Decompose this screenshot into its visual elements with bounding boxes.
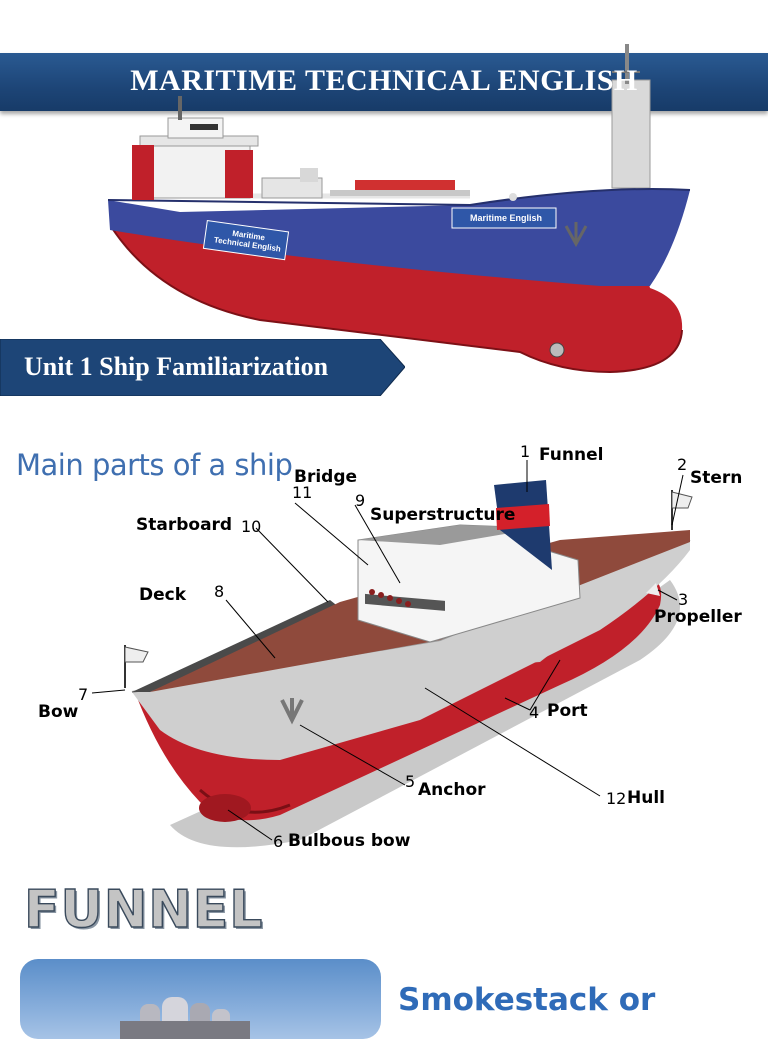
part-number-4: 4: [529, 703, 540, 722]
part-number-10: 10: [241, 517, 262, 536]
hero-ship-illustration: [107, 44, 691, 374]
part-number-7: 7: [78, 685, 89, 704]
part-label-port: Port: [547, 701, 588, 721]
unit-title: Unit 1 Ship Familiarization: [24, 352, 329, 381]
hull-nameplate-bow: Maritime English: [469, 213, 542, 223]
part-label-funnel: Funnel: [539, 445, 604, 465]
part-number-6: 6: [273, 832, 284, 851]
part-label-bridge: Bridge: [294, 467, 358, 487]
funnel-subheading: Smokestack or: [398, 982, 656, 1018]
part-number-5: 5: [405, 772, 416, 791]
part-label-deck: Deck: [139, 585, 187, 605]
part-label-bow: Bow: [38, 702, 79, 722]
part-label-hull: Hull: [627, 788, 665, 808]
part-label-bulbous-bow: Bulbous bow: [288, 831, 411, 851]
funnel-heading: FUNNEL: [23, 879, 264, 940]
part-number-12: 12: [606, 789, 627, 808]
part-label-starboard: Starboard: [136, 515, 233, 535]
course-title: MARITIME TECHNICAL ENGLISH: [130, 64, 638, 97]
funnel-photo-art: [120, 997, 250, 1039]
unit-ribbon: [0, 339, 405, 396]
part-number-3: 3: [678, 590, 689, 609]
part-label-propeller: Propeller: [654, 607, 742, 627]
part-number-1: 1: [520, 442, 531, 461]
part-label-anchor: Anchor: [418, 780, 486, 800]
diagram-heading: Main parts of a ship: [16, 448, 293, 482]
funnel-photo: [20, 959, 381, 1039]
part-number-8: 8: [214, 582, 225, 601]
part-number-11: 11: [292, 483, 313, 502]
part-label-superstructure: Superstructure: [370, 505, 516, 525]
part-label-stern: Stern: [690, 468, 743, 488]
part-number-9: 9: [355, 491, 366, 510]
ship-parts-diagram: [91, 460, 693, 848]
part-number-2: 2: [677, 455, 688, 474]
